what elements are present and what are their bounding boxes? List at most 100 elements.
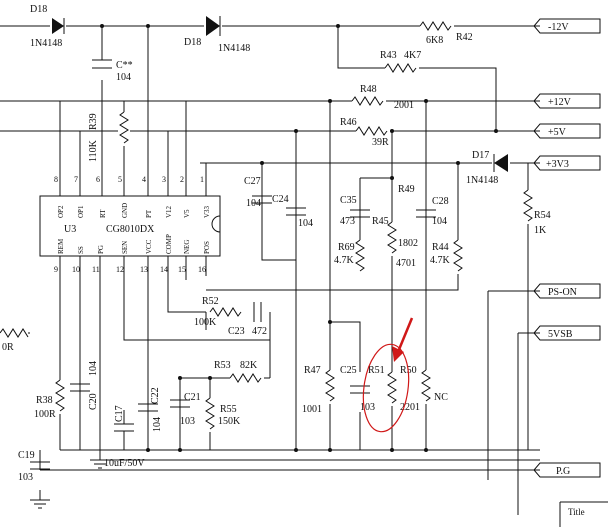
label-c21-val: 103 <box>180 416 195 427</box>
pin-name-pt: PT <box>145 209 153 218</box>
pin-name-op2: OP2 <box>57 205 65 218</box>
pin-name-pos: POS <box>203 241 211 254</box>
net-label-plus5v: +5V <box>548 127 567 138</box>
diode-d17 <box>492 152 510 174</box>
label-c35-ref: C35 <box>340 195 357 206</box>
highlight-ellipse <box>362 343 410 433</box>
resistor-r50 <box>420 369 432 404</box>
pin-num-4: 4 <box>142 175 146 184</box>
label-nc: NC <box>434 392 448 403</box>
pin-name-sen: SEN <box>121 241 129 254</box>
label-r51-ref: R51 <box>368 365 385 376</box>
label-c-star-ref: C** <box>116 60 133 71</box>
label-d18-left-val: 1N4148 <box>30 38 62 49</box>
pin-name-v12: V12 <box>165 205 173 218</box>
resistor-r43 <box>384 62 419 74</box>
chip-part: CG8010DX <box>106 224 155 235</box>
label-r44-ref: R44 <box>432 242 449 253</box>
pin-num-9: 9 <box>54 265 58 274</box>
pin-name-rem: REM <box>57 238 65 254</box>
label-r49-ref: R49 <box>398 184 415 195</box>
resistor-r69 <box>354 239 366 274</box>
pin-name-gnd: GND <box>121 203 129 218</box>
pin-num-5: 5 <box>118 175 122 184</box>
label-r42-ref: R42 <box>456 32 473 43</box>
label-c24-val: 104 <box>298 218 313 229</box>
label-c24-ref: C24 <box>272 194 289 205</box>
highlight-annotation <box>362 317 414 433</box>
resistor-r53 <box>229 372 264 384</box>
capacitor-c20 <box>70 383 90 392</box>
pin-num-8: 8 <box>54 175 58 184</box>
capacitor-c21 <box>170 399 190 408</box>
label-c27-val: 104 <box>246 198 261 209</box>
capacitor-c23 <box>253 302 262 322</box>
label-c20-val: 104 <box>88 361 99 376</box>
capacitor-c35 <box>350 209 370 218</box>
resistor-r42 <box>419 20 454 32</box>
pin-num-11: 11 <box>92 265 100 274</box>
pin-name-v33: V33 <box>203 205 211 218</box>
label-r53-val: 82K <box>240 360 258 371</box>
component-symbols <box>0 14 534 509</box>
label-d17-ref: D17 <box>472 150 489 161</box>
resistor-r39 <box>118 111 130 146</box>
ground-symbol-c19 <box>30 499 50 509</box>
net-label-minus12v: -12V <box>548 22 569 33</box>
chip-designator: U3 <box>64 224 76 235</box>
label-r43-val: 4K7 <box>404 50 421 61</box>
wires <box>0 25 540 515</box>
pin-num-2: 2 <box>180 175 184 184</box>
component-labels: D18 1N4148 D18 1N4148 6K8 R42 C** 104 R4… <box>2 4 551 483</box>
pin-num-14: 14 <box>160 265 168 274</box>
capacitor-c28 <box>416 209 436 218</box>
label-d18-left-ref: D18 <box>30 4 47 15</box>
label-d17-val: 1N4148 <box>466 175 498 186</box>
capacitor-c19 <box>30 461 50 470</box>
net-label-plus3v3: +3V3 <box>546 159 569 170</box>
label-r55-val: 150K <box>218 416 241 427</box>
net-labels: -12V +12V +5V +3V3 PS-ON 5VSB P.G <box>533 18 601 478</box>
resistor-r51 <box>386 371 398 406</box>
pin-num-1: 1 <box>200 175 204 184</box>
pin-num-16: 16 <box>198 265 206 274</box>
net-label-plus12v: +12V <box>548 97 572 108</box>
pin-num-15: 15 <box>178 265 186 274</box>
pin-name-v5: V5 <box>183 209 191 218</box>
resistor-r45 <box>386 221 398 256</box>
label-r54-ref: R54 <box>534 210 551 221</box>
label-r45-ref: R45 <box>372 216 389 227</box>
resistor-r54 <box>522 189 534 224</box>
label-c25-ref: C25 <box>340 365 357 376</box>
label-r38-ref: R38 <box>36 395 53 406</box>
resistor-r44 <box>452 239 464 274</box>
pin-name-neg: NEG <box>183 240 191 254</box>
label-r39-ref: R39 <box>88 113 99 130</box>
label-r50-val: 2201 <box>400 402 420 413</box>
pin-num-12: 12 <box>116 265 124 274</box>
label-d18-right-ref: D18 <box>184 37 201 48</box>
title-block: Title <box>559 501 608 527</box>
label-r44-val: 4.7K <box>430 255 451 266</box>
label-c19-ref: C19 <box>18 450 35 461</box>
label-r45-val: 1802 <box>398 238 418 249</box>
capacitor-c27 <box>252 195 272 204</box>
net-label-pg: P.G <box>556 466 570 477</box>
pin-num-10: 10 <box>72 265 80 274</box>
label-r47-val: 1001 <box>302 404 322 415</box>
pin-name-pg: PG <box>97 245 105 254</box>
net-label-ps-on: PS-ON <box>548 287 577 298</box>
label-r46-val: 39R <box>372 137 389 148</box>
label-r46-ref: R46 <box>340 117 357 128</box>
capacitor-c24 <box>286 207 306 216</box>
pin-name-rt: RT <box>99 209 107 218</box>
highlight-arrowhead <box>392 346 404 362</box>
resistor-r55 <box>204 397 216 432</box>
pin-name-op1: OP1 <box>77 205 85 218</box>
label-r53-ref: R53 <box>214 360 231 371</box>
label-c21-ref: C21 <box>184 392 201 403</box>
resistor-r52 <box>209 306 244 318</box>
diode-d18-right <box>204 14 222 38</box>
capacitor-c17 <box>114 410 134 450</box>
